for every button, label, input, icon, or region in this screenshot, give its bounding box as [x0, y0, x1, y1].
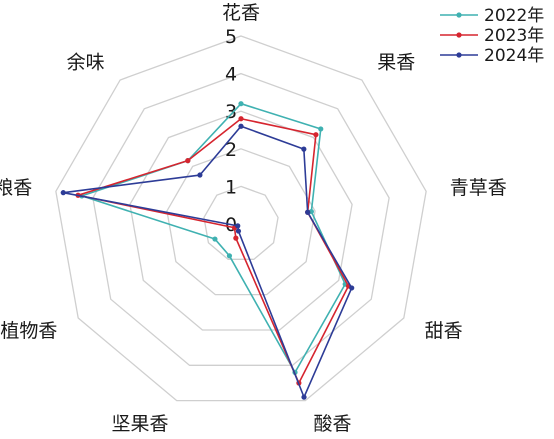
legend-marker — [456, 32, 462, 38]
data-point — [60, 190, 66, 196]
axis-label: 青草香 — [450, 177, 507, 199]
grid-ring-4 — [92, 72, 390, 366]
grid-ring-5 — [55, 35, 427, 402]
grid-ring-3 — [129, 110, 353, 331]
series-line — [62, 125, 353, 398]
axis-label: 花香 — [222, 2, 260, 24]
axis-label: 甜香 — [425, 320, 463, 342]
series-line — [80, 102, 347, 374]
series-0 — [79, 101, 348, 375]
tick-label: 5 — [225, 26, 237, 48]
data-point — [233, 235, 239, 241]
data-point — [235, 228, 242, 234]
series-lines — [60, 101, 355, 400]
grid-ring-1 — [203, 185, 279, 260]
series-line — [77, 117, 350, 384]
data-point — [226, 253, 233, 259]
data-point — [313, 132, 319, 138]
data-point — [197, 172, 203, 178]
axis-label: 果香 — [377, 52, 415, 74]
data-point — [301, 146, 307, 152]
data-point — [238, 101, 244, 107]
axis-label: 坚果香 — [111, 413, 168, 435]
legend-label: 2024年 — [484, 46, 544, 66]
data-point — [238, 123, 244, 129]
data-point — [212, 236, 218, 242]
legend-marker — [456, 12, 462, 18]
series-2 — [60, 123, 355, 400]
legend-item: 2023年 — [440, 26, 544, 46]
data-point — [318, 126, 324, 132]
legend-label: 2023年 — [484, 26, 544, 46]
tick-label: 4 — [225, 64, 237, 86]
legend-item: 2022年 — [440, 6, 544, 26]
legend-item: 2024年 — [440, 46, 544, 66]
grid-ring-2 — [166, 148, 316, 296]
data-point — [305, 209, 311, 215]
radar-grid — [55, 35, 427, 402]
legend-label: 2022年 — [484, 6, 544, 26]
data-point — [301, 394, 307, 400]
axis-label: 粮香 — [0, 177, 32, 199]
legend-marker — [456, 52, 462, 58]
tick-label: 2 — [225, 139, 237, 161]
data-point — [349, 285, 355, 291]
tick-label: 1 — [225, 176, 237, 198]
data-point — [235, 223, 241, 229]
axis-label: 植物香 — [0, 320, 57, 342]
axis-label: 酸香 — [314, 413, 352, 435]
data-point — [185, 158, 191, 164]
data-point — [238, 116, 244, 122]
axis-label: 余味 — [67, 52, 105, 74]
